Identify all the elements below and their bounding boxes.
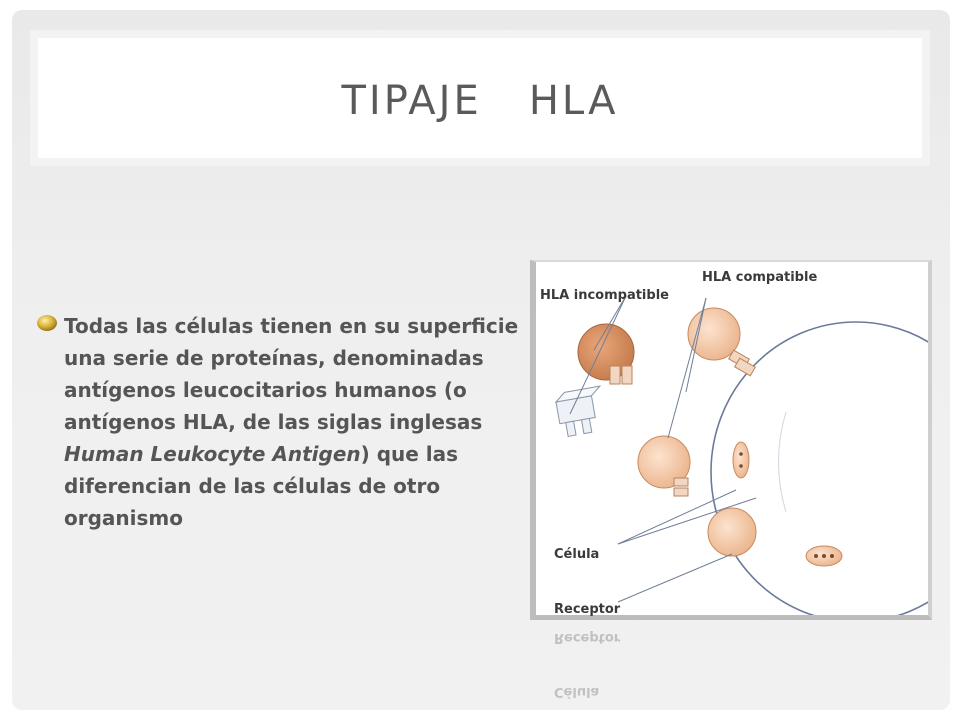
free-receptor bbox=[554, 385, 602, 437]
bullet-text: Todas las células tienen en su superfici… bbox=[64, 310, 536, 534]
bullet-icon bbox=[37, 315, 57, 331]
label-hla-compatible: HLA compatible bbox=[702, 270, 818, 285]
label-lines bbox=[569, 295, 757, 603]
figure-reflection: Receptor Célula bbox=[530, 622, 932, 710]
bullet-item: Todas las células tienen en su superfici… bbox=[36, 310, 536, 534]
bullet-text-part-1: Todas las células tienen en su superfici… bbox=[64, 314, 519, 434]
large-cell bbox=[710, 321, 928, 615]
label-hla-incompatible: HLA incompatible bbox=[540, 288, 669, 303]
label-receptor: Receptor bbox=[554, 602, 621, 617]
bullet-text-italic: Human Leukocyte Antigen bbox=[64, 442, 361, 466]
slide-title: TIPAJE HLA bbox=[341, 78, 619, 124]
compatible-cell-middle bbox=[637, 435, 691, 489]
bullet-text-part-2: ) que las diferencian de las células de … bbox=[64, 442, 459, 530]
hla-diagram: HLA compatible HLA incompatible Célula R… bbox=[530, 260, 932, 620]
docking-cell-bottom bbox=[707, 507, 757, 557]
hla-diagram-graphic bbox=[554, 295, 928, 615]
reflection-label-celula: Célula bbox=[554, 684, 600, 699]
label-celula: Célula bbox=[554, 547, 600, 562]
reflection-label-receptor: Receptor bbox=[554, 630, 621, 645]
title-box: TIPAJE HLA bbox=[30, 30, 930, 166]
receptor-inner-1 bbox=[732, 441, 750, 479]
slide: TIPAJE HLA Todas las células tienen en s… bbox=[12, 10, 950, 710]
